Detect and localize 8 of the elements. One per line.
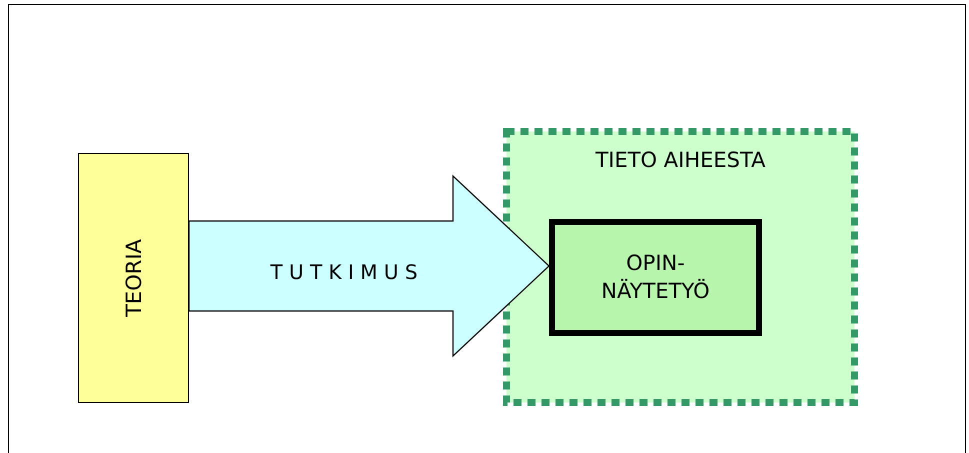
zone-title: TIETO AIHEESTA [594,148,767,172]
edge-label: T U T K I M U S [270,260,418,284]
block-arrow [188,174,550,358]
result-box [549,219,762,336]
node-text: TEORIA [122,239,146,317]
theory-box [78,153,189,403]
dotted-zone [503,128,858,406]
node-text: OPIN- NÄYTETYÖ [600,250,711,304]
